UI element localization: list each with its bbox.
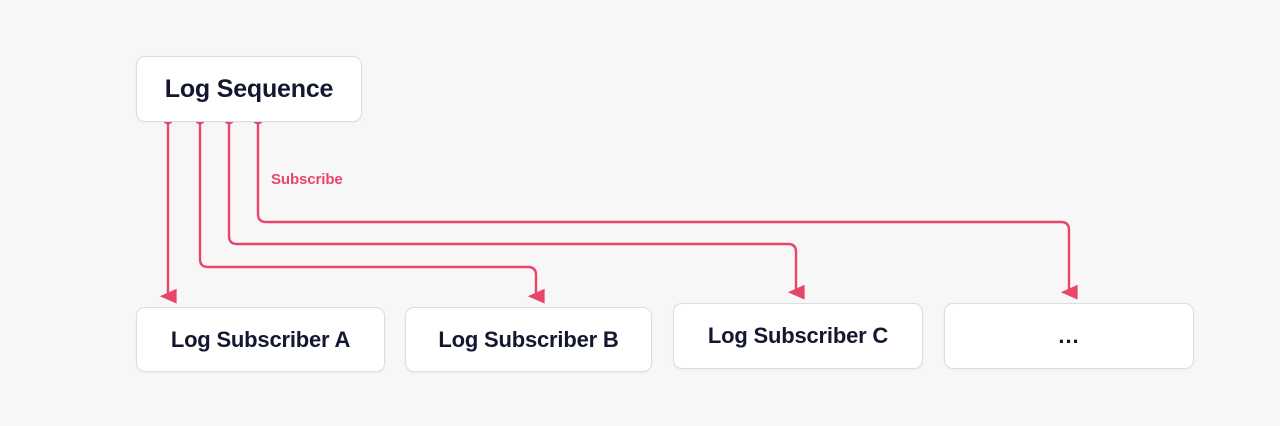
node-log-sequence-label: Log Sequence (164, 74, 334, 103)
node-log-subscriber-more[interactable]: ... (944, 303, 1194, 369)
node-log-subscriber-b-label: Log Subscriber B (438, 326, 619, 352)
edge-label-subscribe: Subscribe (271, 171, 343, 188)
node-log-subscriber-a-label: Log Subscriber A (170, 326, 351, 352)
node-log-subscriber-c-label: Log Subscriber C (707, 323, 889, 348)
node-log-sequence[interactable]: Log Sequence (136, 56, 362, 122)
node-log-subscriber-more-label: ... (1058, 323, 1080, 348)
connector-to-subscriber-c (227, 122, 805, 300)
node-log-subscriber-c[interactable]: Log Subscriber C (673, 303, 923, 369)
connector-to-subscriber-more (256, 122, 1078, 300)
node-log-subscriber-a[interactable]: Log Subscriber A (136, 307, 385, 372)
node-log-subscriber-b[interactable]: Log Subscriber B (405, 307, 652, 372)
connector-to-subscriber-b (198, 122, 545, 304)
